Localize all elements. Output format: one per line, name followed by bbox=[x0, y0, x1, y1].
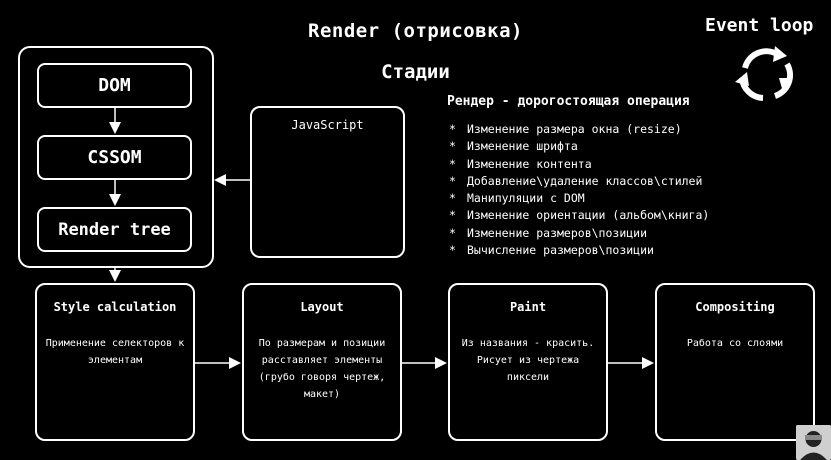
javascript-node: JavaScript bbox=[250, 106, 405, 258]
costly-reasons-list: *Изменение размера окна (resize) *Измене… bbox=[449, 121, 709, 259]
event-loop-label: Event loop bbox=[705, 15, 814, 36]
avatar bbox=[796, 425, 831, 460]
stage-title: Layout bbox=[300, 300, 344, 314]
list-item: *Изменение размеров\позиции bbox=[449, 225, 648, 240]
list-item: *Добавление\удаление классов\стилей bbox=[449, 173, 703, 188]
stage-description: Применение селекторов к элементам bbox=[45, 338, 185, 366]
stage-description: Из названия - красить. Рисует из чертежа… bbox=[461, 338, 595, 383]
list-item: *Манипуляции с DOM bbox=[449, 191, 585, 206]
stage-description: Работа со слоями bbox=[686, 338, 784, 349]
stage-layout: Layout По размерам и позиции расставляет… bbox=[242, 283, 402, 441]
stage-compositing: Compositing Работа со слоями bbox=[655, 283, 815, 441]
page-subtitle: Стадии bbox=[381, 61, 450, 83]
stage-title: Compositing bbox=[695, 300, 775, 314]
page-title: Render (отрисовка) bbox=[308, 20, 523, 42]
costly-heading: Рендер - дорогостоящая операция bbox=[447, 94, 690, 109]
stage-style-calculation: Style calculation Применение селекторов … bbox=[35, 283, 195, 441]
list-item: *Изменение контента bbox=[449, 156, 592, 171]
list-item: *Изменение шрифта bbox=[449, 139, 578, 154]
stage-title: Style calculation bbox=[53, 300, 177, 314]
javascript-label: JavaScript bbox=[291, 118, 364, 132]
cycle-arrows-icon bbox=[735, 46, 794, 101]
list-item: *Изменение размера окна (resize) bbox=[449, 122, 682, 136]
stage-paint: Paint Из названия - красить. Рисует из ч… bbox=[448, 283, 608, 441]
stage-title: Paint bbox=[509, 300, 547, 314]
render-tree-group bbox=[18, 46, 214, 268]
list-item: *Изменение ориентации (альбом\книга) bbox=[449, 208, 710, 223]
stage-description: По размерам и позиции расставляет элемен… bbox=[258, 338, 386, 400]
cssom-node: CSSOM bbox=[37, 135, 192, 180]
dom-node: DOM bbox=[37, 63, 192, 108]
render-tree-node: Render tree bbox=[37, 207, 192, 252]
list-item: *Вычисление размеров\позиции bbox=[449, 243, 654, 258]
